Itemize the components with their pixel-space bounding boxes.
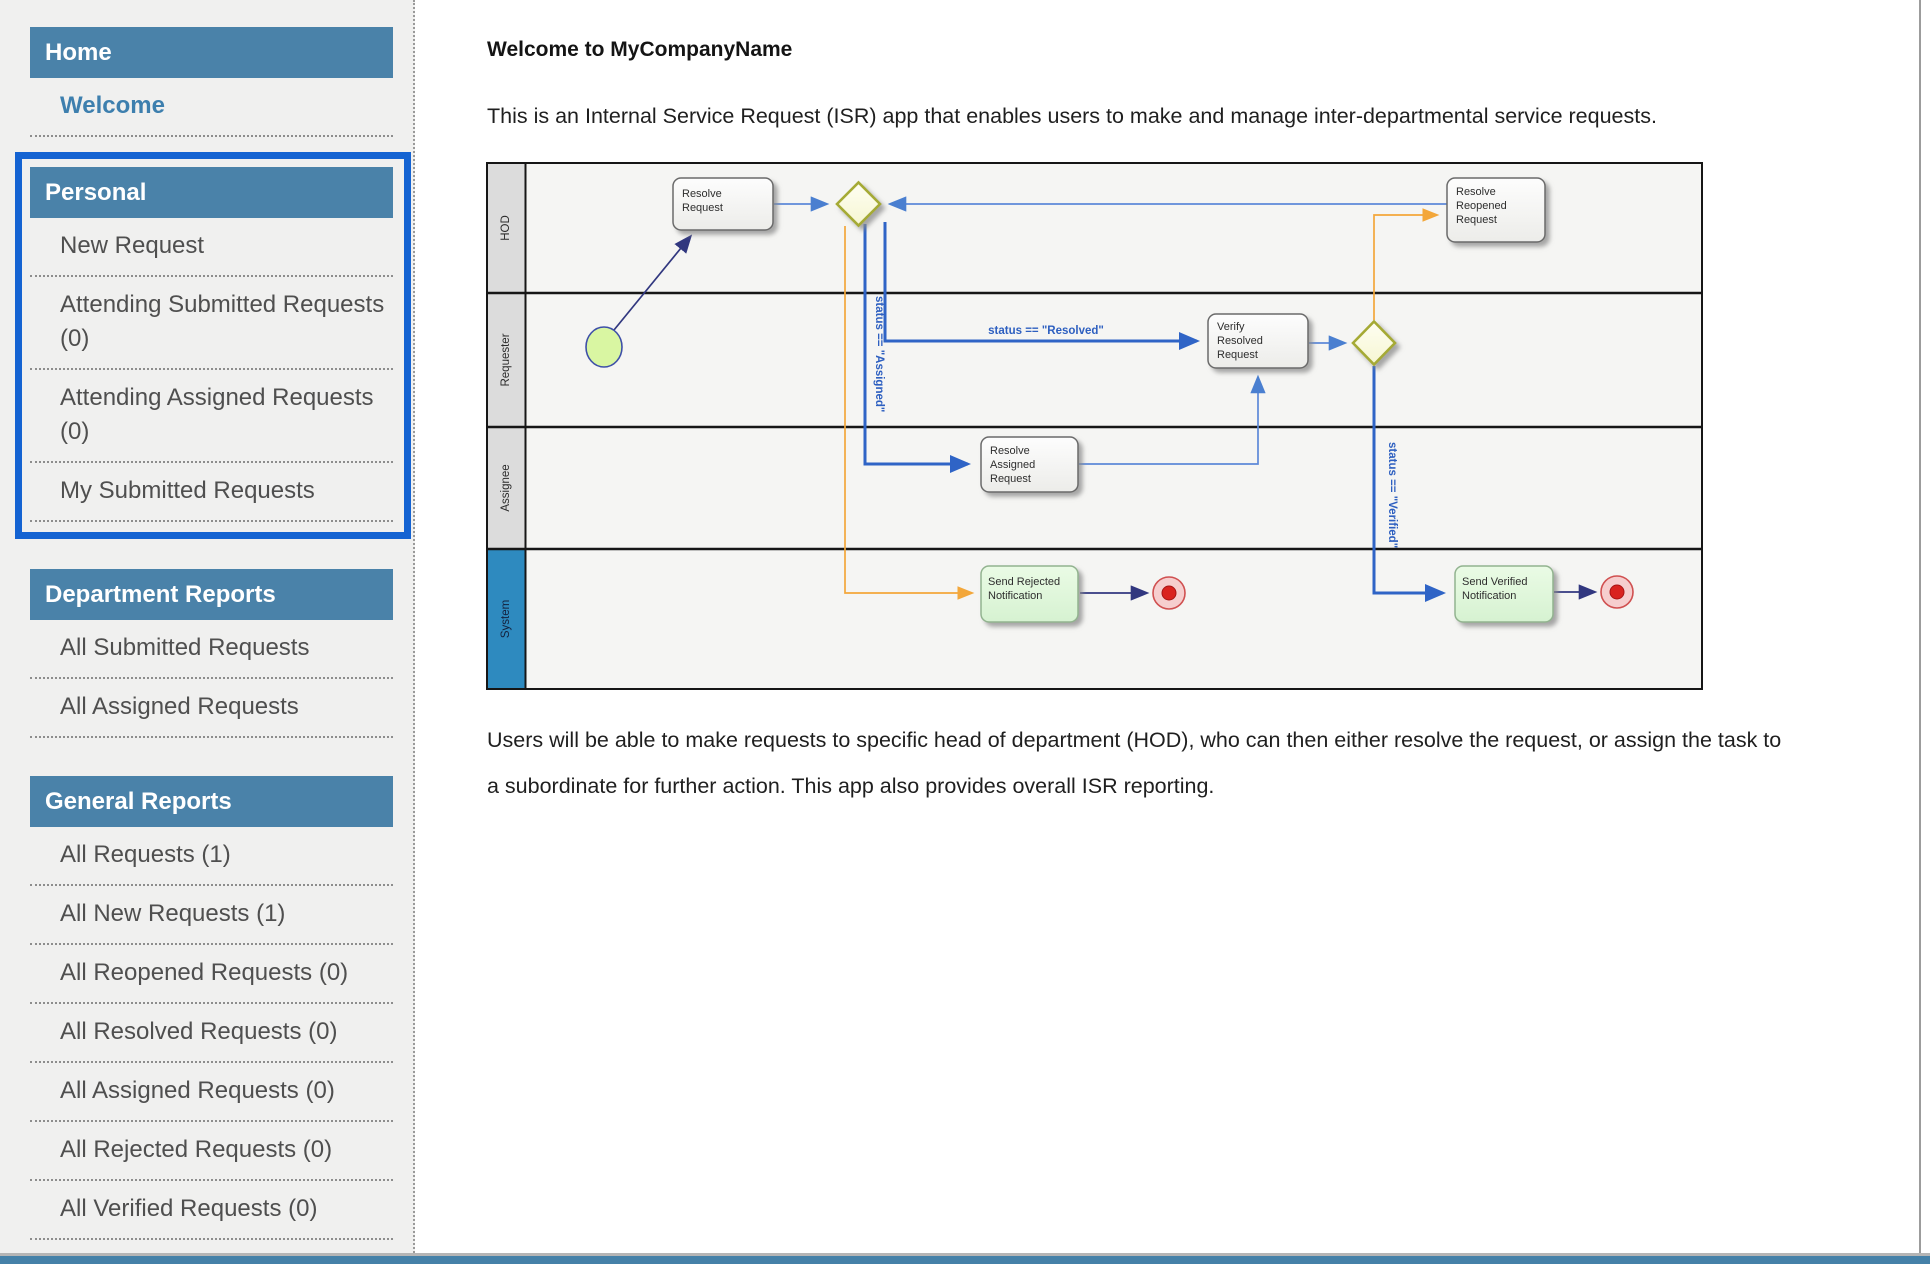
flow-gateway1-to-verify-resolved: [883, 222, 1200, 350]
task-verify-resolved-request: Verify Resolved Request: [1207, 313, 1309, 369]
end-event-rejected: [1152, 576, 1186, 610]
task-label: Resolved: [1217, 335, 1263, 347]
lane-cell-requester: [488, 293, 525, 427]
task-label: Request: [682, 202, 723, 214]
task-label: Request: [1456, 214, 1497, 226]
sidebar-header-general-reports: General Reports: [30, 776, 393, 827]
sidebar-header-home: Home: [30, 27, 393, 78]
task-label: Assigned: [990, 459, 1035, 471]
page-title: Welcome to MyCompanyName: [487, 38, 793, 61]
lane-cell-hod: [488, 164, 525, 293]
flow-start-to-resolve-request: [613, 234, 693, 331]
lane-label-assignee: Assignee: [500, 464, 512, 511]
task-label: Request: [1217, 349, 1258, 361]
task-label: Request: [990, 473, 1031, 485]
workflow-diagram: HOD Requester Assignee System status == …: [486, 162, 1703, 690]
lane-label-hod: HOD: [500, 215, 512, 241]
task-label: Send Rejected: [988, 576, 1060, 588]
lane-label-requester: Requester: [500, 333, 512, 386]
start-event: [585, 326, 623, 368]
task-label: Verify: [1217, 321, 1245, 333]
task-send-verified-notification: Send Verified Notification: [1454, 565, 1554, 623]
sidebar-item-all-reopened-requests[interactable]: All Reopened Requests (0): [30, 945, 393, 1004]
sidebar-item-my-submitted[interactable]: My Submitted Requests: [30, 463, 393, 522]
condition-label-assigned: status == "Assigned": [873, 296, 885, 412]
sidebar-nav: Home Welcome Personal New Request Attend…: [0, 0, 415, 1253]
task-resolve-request: Resolve Request: [672, 177, 774, 231]
sidebar-item-all-resolved-requests[interactable]: All Resolved Requests (0): [30, 1004, 393, 1063]
sidebar-item-all-verified-requests[interactable]: All Verified Requests (0): [30, 1181, 393, 1240]
description-paragraph: Users will be able to make requests to s…: [487, 728, 1782, 798]
personal-section-highlight: Personal New Request Attending Submitted…: [15, 152, 411, 539]
window-right-edge: [1919, 0, 1921, 1254]
sidebar-item-all-new-requests[interactable]: All New Requests (1): [30, 886, 393, 945]
gateway-requester-decision: [1351, 319, 1397, 367]
condition-label-verified: status == "Verified": [1386, 442, 1398, 548]
task-label: Reopened: [1456, 200, 1507, 212]
footer-divider: [0, 1253, 1930, 1256]
sidebar-item-all-assigned-requests-general[interactable]: All Assigned Requests (0): [30, 1063, 393, 1122]
sidebar-header-department-reports: Department Reports: [30, 569, 393, 620]
intro-paragraph: This is an Internal Service Request (ISR…: [487, 104, 1657, 128]
flow-resolve-assigned-to-verify: [1079, 374, 1266, 465]
sidebar-item-all-rejected-requests[interactable]: All Rejected Requests (0): [30, 1122, 393, 1181]
sidebar-item-all-assigned-requests[interactable]: All Assigned Requests: [30, 679, 393, 738]
lane-cell-system: [488, 549, 525, 688]
task-resolve-assigned-request: Resolve Assigned Request: [980, 436, 1079, 493]
gateway-hod-decision: [835, 180, 882, 228]
sidebar-item-all-requests[interactable]: All Requests (1): [30, 827, 393, 886]
flow-gateway1-to-send-rejected: [844, 226, 975, 600]
task-label: Resolve: [682, 188, 722, 200]
sidebar-header-personal: Personal: [30, 167, 393, 218]
task-label: Resolve: [990, 445, 1030, 457]
sidebar-item-new-request[interactable]: New Request: [30, 218, 393, 277]
sidebar-item-attending-assigned[interactable]: Attending Assigned Requests (0): [30, 370, 393, 463]
task-resolve-reopened-request: Resolve Reopened Request: [1446, 177, 1546, 243]
bpmn-swimlane-diagram: HOD Requester Assignee System status == …: [486, 162, 1703, 690]
lane-cell-assignee: [488, 427, 525, 549]
end-event-verified: [1600, 575, 1634, 609]
footer-bar: [0, 1256, 1930, 1264]
task-label: Notification: [988, 590, 1042, 602]
lane-label-system: System: [500, 600, 512, 638]
task-send-rejected-notification: Send Rejected Notification: [980, 565, 1079, 623]
task-label: Notification: [1462, 590, 1516, 602]
flow-gateway2-to-send-verified: [1372, 366, 1446, 602]
sidebar-item-welcome[interactable]: Welcome: [30, 78, 393, 137]
task-label: Resolve: [1456, 186, 1496, 198]
sidebar-item-all-submitted-requests[interactable]: All Submitted Requests: [30, 620, 393, 679]
flow-gateway1-to-resolve-assigned: [863, 224, 971, 473]
condition-label-resolved: status == "Resolved": [988, 325, 1104, 337]
flow-gateway2-to-resolve-reopened: [1373, 208, 1440, 320]
task-label: Send Verified: [1462, 576, 1527, 588]
sidebar-item-attending-submitted[interactable]: Attending Submitted Requests (0): [30, 277, 393, 370]
